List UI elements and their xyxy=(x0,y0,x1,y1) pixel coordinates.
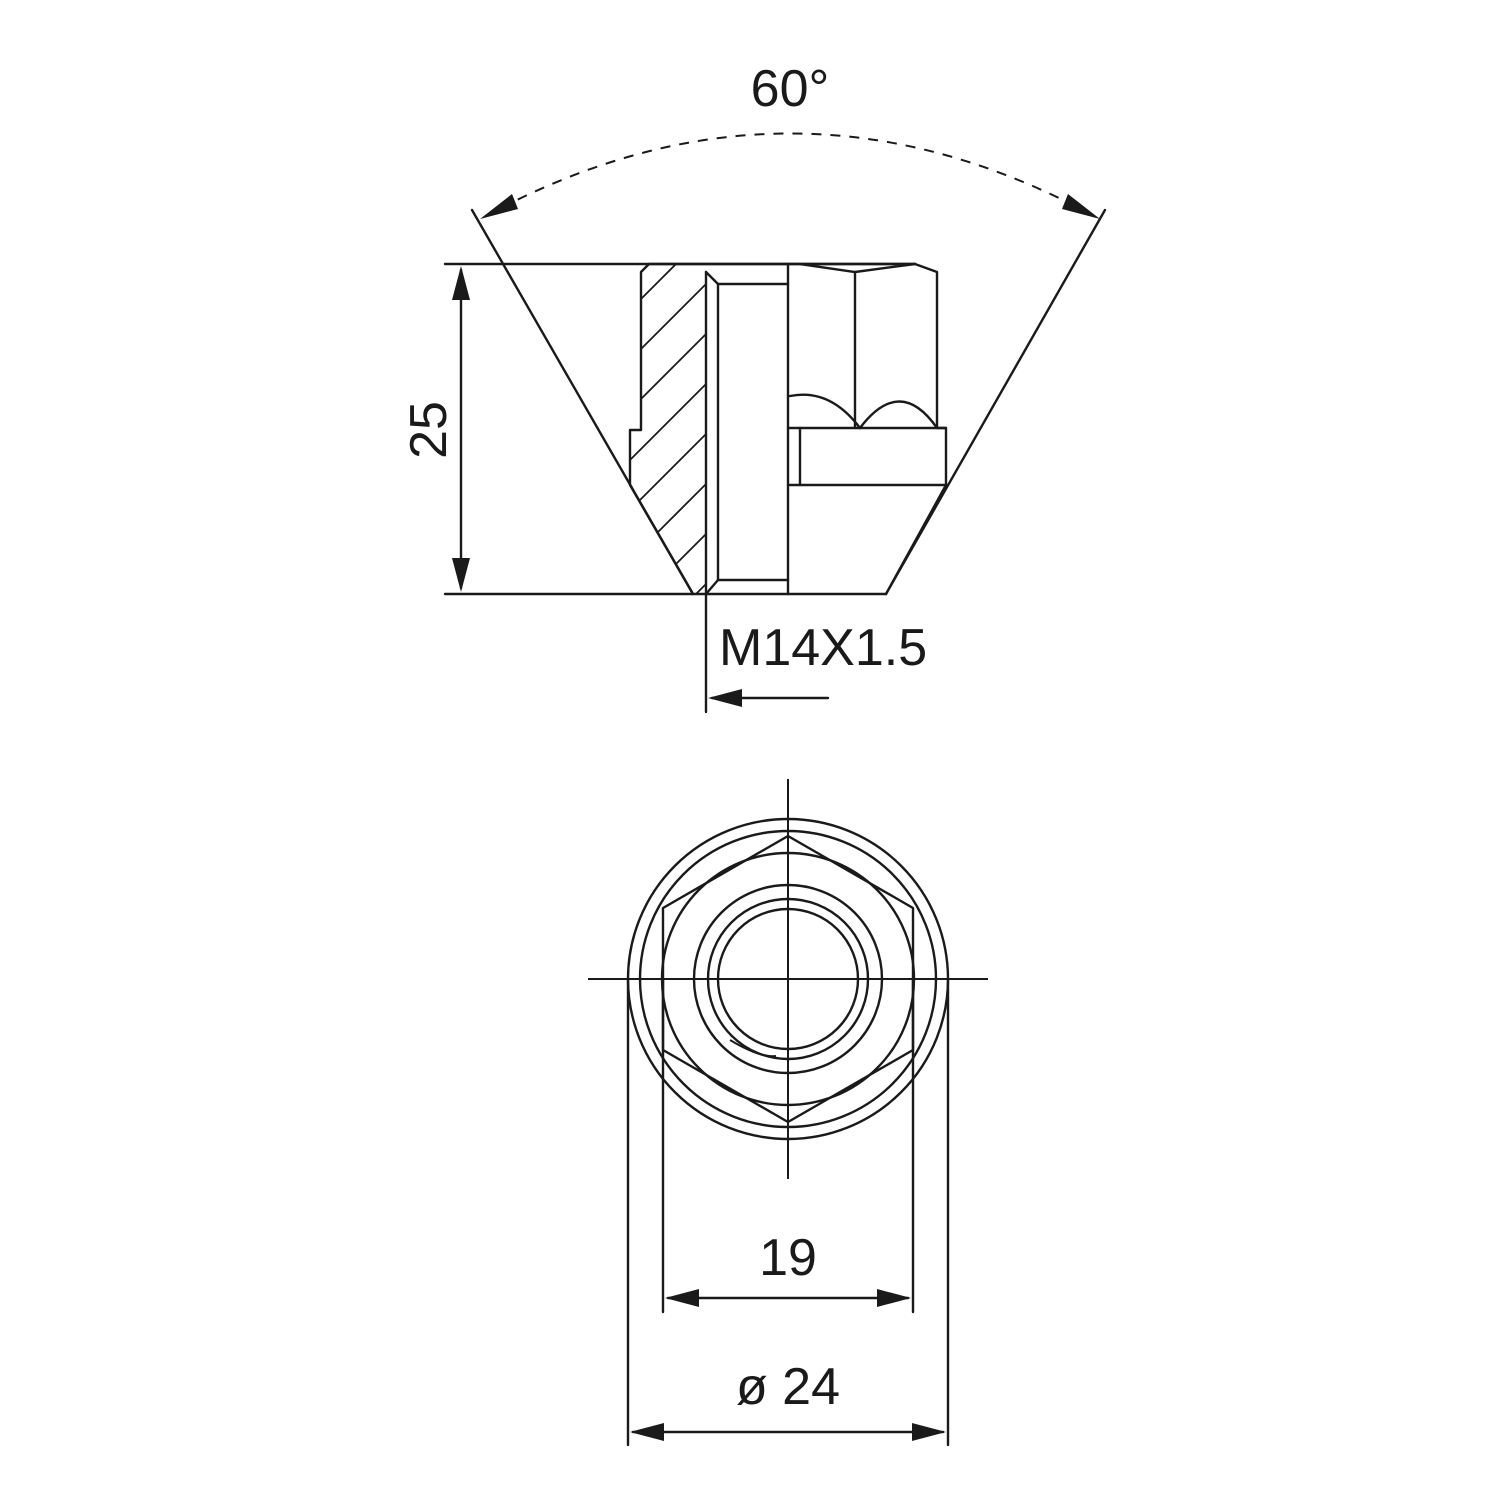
hex-arrow-right xyxy=(877,1289,911,1307)
diameter-label: ø 24 xyxy=(736,1358,840,1416)
hex-chamfer-left xyxy=(798,262,857,274)
bore-bottom-diag xyxy=(704,578,720,596)
front-view: 19 ø 24 xyxy=(588,779,988,1447)
nut-outline xyxy=(628,262,948,596)
height-label: 25 xyxy=(400,401,458,459)
height-arrow-top xyxy=(452,266,470,300)
hex-arrow-left xyxy=(665,1289,699,1307)
diameter-arrow-right xyxy=(912,1423,946,1441)
hex-chamfer-right xyxy=(853,262,917,274)
bore-left-diag xyxy=(704,270,720,286)
section-hatching xyxy=(630,264,706,594)
hex-arc-right xyxy=(858,400,939,430)
thread-arc-gap xyxy=(729,1039,777,1058)
hex-arc-left xyxy=(788,393,862,430)
hex-label: 19 xyxy=(759,1229,817,1287)
angle-arrow-right xyxy=(1062,194,1100,219)
angle-arrow-left xyxy=(480,194,518,219)
height-arrow-bottom xyxy=(452,558,470,592)
thread-arrow xyxy=(708,689,742,707)
angle-arc xyxy=(483,132,1097,218)
thread-label: M14X1.5 xyxy=(719,619,927,677)
diameter-arrow-left xyxy=(630,1423,664,1441)
angle-label: 60° xyxy=(751,60,830,118)
side-view: 60° 25 xyxy=(400,60,1107,714)
